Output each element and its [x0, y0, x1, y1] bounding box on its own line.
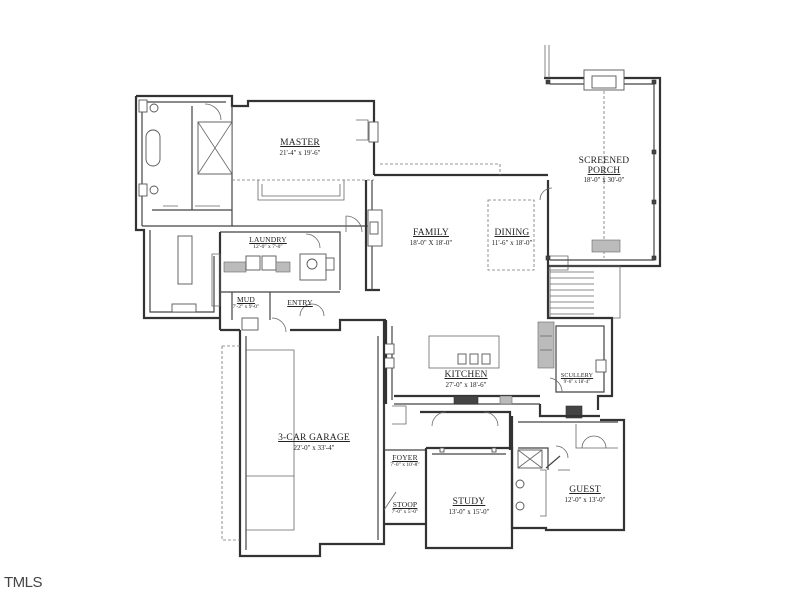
room-name-screened: SCREENED [578, 156, 630, 166]
laundry-mud-walls [211, 231, 386, 333]
room-name-stoop: STOOP [392, 500, 418, 509]
room-name-foyer: FOYER [392, 453, 418, 462]
room-dim-kitchen: 27'-0" x 18'-6" [445, 380, 487, 389]
room-label-kitchen: KITCHEN 27'-0" x 18'-6" [434, 370, 498, 389]
room-name-porch: PORCH [587, 165, 621, 176]
room-name-master: MASTER [280, 138, 320, 148]
room-name-garage: 3-CAR GARAGE [278, 433, 350, 443]
garage-walls [221, 320, 386, 558]
family-dining-walls [364, 163, 569, 292]
room-label-foyer: FOYER 7'-0" x 10'-8" [386, 454, 424, 468]
room-dim-laundry: 12'-0" x 7'-0" [253, 243, 283, 250]
room-name-guest: GUEST [569, 485, 601, 495]
room-label-stoop: STOOP 7'-0" x 5'-0" [386, 501, 424, 515]
room-name-study: STUDY [452, 497, 486, 507]
room-label-laundry: LAUNDRY 12'-0" x 7'-0" [240, 236, 296, 250]
master-bath-walls [134, 94, 376, 320]
room-dim-scullery: 9'-6" x 18'-4" [563, 380, 591, 385]
foyer-study-walls [383, 404, 514, 550]
room-label-master: MASTER 21'-4" x 19'-6" [270, 138, 330, 157]
room-name-scullery: SCULLERY [560, 373, 594, 379]
room-name-entry: ENTRY [287, 298, 313, 307]
room-label-study: STUDY 13'-0" x 15'-0" [440, 497, 498, 516]
room-label-garage: 3-CAR GARAGE 22'-0" x 33'-4" [272, 433, 356, 452]
room-label-family: FAMILY 18'-0" X 18'-0" [401, 228, 461, 247]
room-name-mud: MUD [236, 295, 256, 304]
room-dim-stoop: 7'-0" x 5'-0" [391, 508, 419, 515]
room-label-guest: GUEST 12'-0" x 13'-0" [558, 485, 612, 504]
room-dim-guest: 12'-0" x 13'-0" [564, 495, 606, 504]
tmls-watermark: TMLS [4, 574, 43, 591]
room-dim-foyer: 7'-0" x 10'-8" [390, 461, 420, 468]
room-name-laundry: LAUNDRY [249, 235, 287, 244]
room-dim-garage: 22'-0" x 33'-4" [293, 443, 335, 452]
stairs-scullery-walls [537, 265, 621, 419]
room-label-mud: MUD 7'-2" x 9'-0" [226, 296, 266, 310]
room-dim-family: 18'-0" X 18'-0" [409, 238, 453, 247]
room-dim-master: 21'-4" x 19'-6" [279, 148, 321, 157]
room-label-dining: DINING 11'-6" x 18'-0" [482, 228, 542, 247]
room-dim-screened-porch: 18'-0" x 30'-0" [583, 176, 625, 184]
room-label-screened-porch: SCREENED PORCH 18'-0" x 30'-0" [572, 156, 636, 184]
room-name-dining: DINING [494, 228, 530, 238]
room-dim-study: 13'-0" x 15'-0" [448, 507, 490, 516]
room-name-kitchen: KITCHEN [444, 370, 488, 380]
guest-suite-walls [510, 416, 626, 532]
room-dim-mud: 7'-2" x 9'-0" [232, 303, 260, 310]
room-label-entry: ENTRY [280, 299, 320, 307]
master-bedroom-walls [232, 119, 379, 233]
room-label-scullery: SCULLERY 9'-6" x 18'-4" [554, 373, 600, 385]
room-name-family: FAMILY [413, 228, 449, 238]
room-dim-dining: 11'-6" x 18'-0" [491, 238, 533, 247]
kitchen-walls [383, 320, 600, 425]
